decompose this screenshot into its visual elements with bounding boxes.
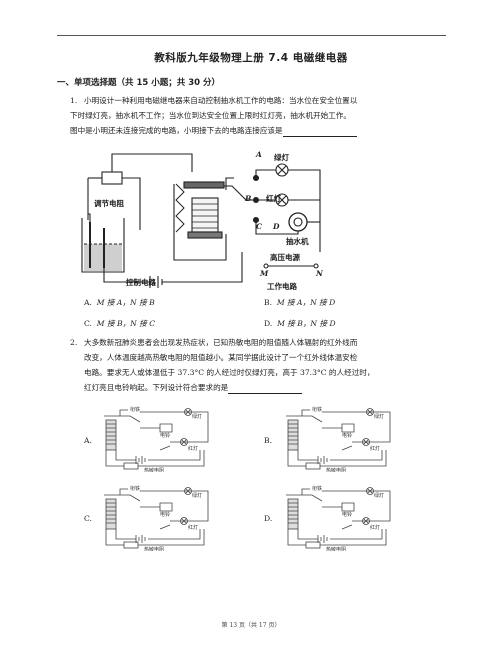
q2-answer-blank[interactable]: [228, 385, 303, 394]
q2-b-label-red-lamp: 红灯: [370, 445, 380, 452]
q2-d-label-bell: 电铃: [342, 511, 352, 518]
q2-a-label-red-lamp: 红灯: [188, 445, 198, 452]
q1-label-work-circuit: 工作电路: [267, 282, 297, 291]
q1-label-c: C: [256, 222, 262, 231]
q1-label-control-circuit: 控制电路: [126, 278, 156, 287]
q1-water-tank: [81, 218, 125, 273]
q2-b-label-thermistor: 热敏电阻: [326, 467, 346, 472]
q2-a-label-thermistor: 热敏电阻: [144, 467, 164, 472]
q1-number: 1.: [70, 96, 78, 105]
q2-option-c[interactable]: C.: [84, 514, 92, 523]
q2-figure-a: 衔铁绿灯电铃红灯热敏电阻: [100, 406, 212, 476]
q1-label-green-lamp: 绿灯: [274, 153, 289, 162]
q1-line-1: 小明设计一种利用电磁继电器来自动控制抽水机工作的电路：当水位在安全位置以: [84, 96, 358, 105]
q2-option-a[interactable]: A.: [84, 436, 92, 445]
q1-label-adjust-resistor: 调节电阻: [94, 199, 124, 208]
q2-option-b[interactable]: B.: [264, 436, 272, 445]
q2-c-label-red-lamp: 红灯: [188, 524, 198, 531]
document-title: 教科版九年级物理上册 7.4 电磁继电器: [154, 52, 348, 64]
q2-number: 2.: [70, 338, 78, 347]
q1-label-a: A: [256, 150, 262, 159]
q2-figure-b: 衔铁绿灯电铃红灯热敏电阻: [282, 406, 394, 476]
q2-line-4: 红灯亮且电铃响起。下列设计符合要求的是: [84, 381, 303, 394]
q2-a-label-armature: 衔铁: [130, 406, 140, 413]
q1-answer-blank[interactable]: [282, 128, 357, 137]
q2-b-label-green-lamp: 绿灯: [374, 413, 384, 420]
q2-figure-c: 衔铁绿灯电铃红灯热敏电阻: [100, 485, 212, 555]
q1-label-b: B: [245, 194, 252, 203]
q1-label-d: D: [273, 222, 280, 231]
q2-line-1: 大多数新冠肺炎患者会出现发热症状，已知热敏电阻的阻值随人体辐射的红外线而: [84, 338, 358, 347]
q2-d-label-thermistor: 热敏电阻: [326, 546, 346, 551]
q2-d-label-red-lamp: 红灯: [370, 524, 380, 531]
q2-b-label-bell: 电铃: [342, 432, 352, 439]
q2-figure-d: 衔铁绿灯电铃红灯热敏电阻: [282, 485, 394, 555]
section-heading: 一、单项选择题（共 15 小题；共 30 分）: [57, 78, 220, 88]
q2-line-2: 改变，人体温度越高热敏电阻的阻值越小。某同学据此设计了一个红外线体温安检: [84, 353, 358, 362]
q1-label-pump: 抽水机: [286, 237, 309, 246]
q2-b-label-armature: 衔铁: [312, 406, 322, 413]
q1-option-c[interactable]: C. M 接 B，N 接 C: [84, 319, 156, 328]
q2-d-label-green-lamp: 绿灯: [374, 492, 384, 499]
q2-c-label-thermistor: 热敏电阻: [144, 546, 164, 551]
q1-line-2: 下时绿灯亮，抽水机不工作；当水位到达安全位置上限时红灯亮，抽水机开始工作。: [70, 111, 351, 120]
q1-option-d[interactable]: D. M 接 B，N 接 D: [264, 319, 336, 328]
page-footer: 第 13 页（共 17 页）: [221, 622, 281, 629]
q1-circuit-figure: [81, 153, 321, 288]
q2-d-label-armature: 衔铁: [312, 485, 322, 492]
q2-c-label-green-lamp: 绿灯: [192, 492, 202, 499]
q1-label-hv-source: 高压电源: [270, 253, 300, 262]
q1-option-b[interactable]: B. M 接 A，N 接 D: [264, 298, 336, 307]
q1-label-m: M: [260, 269, 269, 278]
q2-option-d[interactable]: D.: [264, 514, 273, 523]
q2-a-label-green-lamp: 绿灯: [192, 413, 202, 420]
q1-line-3: 图中是小明还未连接完成的电路，小明接下去的电路连接应该是: [70, 124, 357, 137]
q1-label-n: N: [316, 269, 323, 278]
header-rule: [57, 35, 446, 36]
q1-adjust-resistor-shape: [101, 171, 123, 185]
q2-line-3: 电路。要求无人或体温低于 37.3°C 的人经过时仅绿灯亮，高于 37.3°C …: [84, 368, 375, 377]
q1-option-a[interactable]: A. M 接 A，N 接 B: [84, 298, 155, 307]
q2-c-label-armature: 衔铁: [130, 485, 140, 492]
q1-label-red-lamp: 红灯: [266, 194, 281, 203]
q2-c-label-bell: 电铃: [160, 511, 170, 518]
q2-a-label-bell: 电铃: [160, 432, 170, 439]
